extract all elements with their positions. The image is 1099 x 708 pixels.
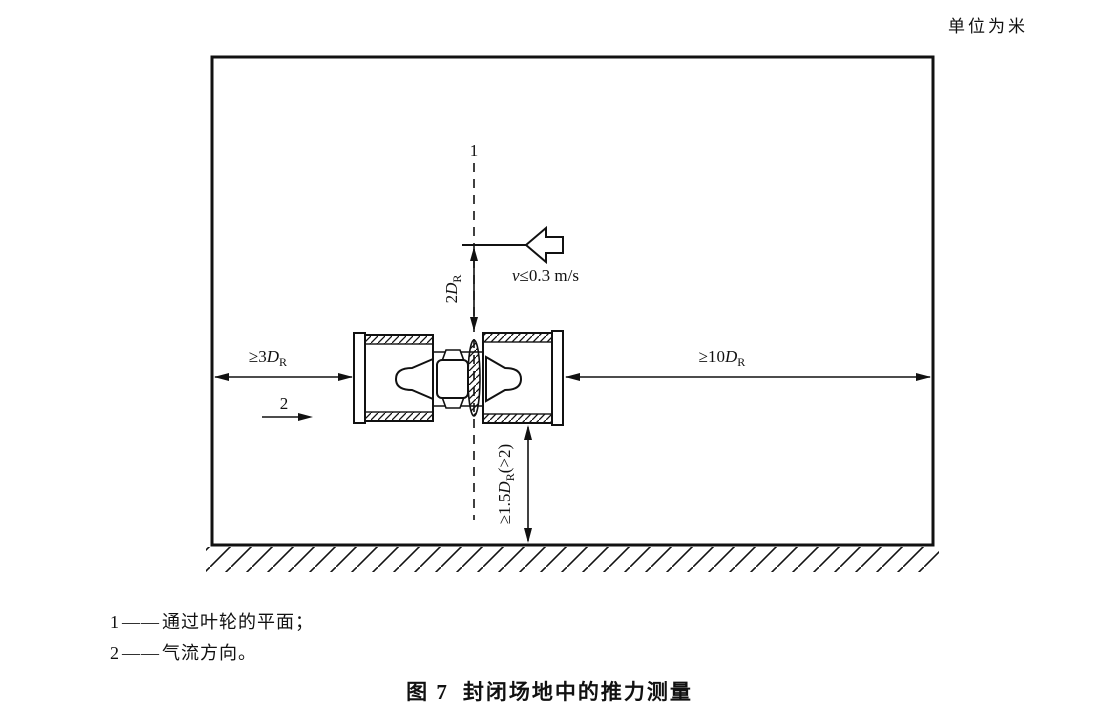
air-velocity-arrow: v≤0.3 m/s xyxy=(462,225,579,285)
dim-left-3DR: ≥3DR xyxy=(214,347,353,381)
fan-unit xyxy=(353,330,564,426)
motor-block xyxy=(436,349,469,409)
legend-2-number: 2 xyxy=(110,643,120,663)
flow-direction-arrow: 2 xyxy=(262,394,313,421)
tail-cone xyxy=(485,355,523,403)
dim-right-label: ≥10DR xyxy=(699,347,746,369)
floor-hatching xyxy=(206,547,939,572)
figure-diagram: 1 v≤0.3 m/s 2DR ≥3DR xyxy=(206,55,939,572)
inlet-cone xyxy=(394,357,434,401)
legend-1-text: 通过叶轮的平面； xyxy=(162,612,314,632)
velocity-label: v≤0.3 m/s xyxy=(512,266,579,285)
left-flange xyxy=(353,332,366,424)
right-duct xyxy=(482,330,564,426)
legend-1-dash: —— xyxy=(122,612,160,632)
dim-bottom-1p5DR: ≥1.5DR(>2) xyxy=(495,425,532,543)
legend-item-1: 1——通过叶轮的平面； xyxy=(110,608,314,634)
dim-right-10DR: ≥10DR xyxy=(565,347,931,381)
legend-1-number: 1 xyxy=(110,612,120,632)
test-room-walls xyxy=(206,55,939,572)
dim-top-label: 2DR xyxy=(442,275,464,304)
dim-top-2DR: 2DR xyxy=(442,247,478,331)
legend-item-2: 2——气流方向。 xyxy=(110,639,257,665)
impeller-blade xyxy=(467,339,481,417)
unit-note: 单位为米 xyxy=(948,17,1028,36)
dim-bottom-label: ≥1.5DR(>2) xyxy=(495,444,517,524)
block-arrow-left-icon xyxy=(524,225,564,265)
figure-caption-number: 图 7 xyxy=(406,680,449,704)
dim-left-label: ≥3DR xyxy=(249,347,287,369)
figure-caption-title: 封闭场地中的推力测量 xyxy=(462,680,693,704)
figure-caption: 图 7 封闭场地中的推力测量 xyxy=(0,676,1099,706)
left-duct xyxy=(353,332,434,424)
legend-2-dash: —— xyxy=(122,643,160,663)
plane-label-1: 1 xyxy=(470,141,479,160)
flow-label-2: 2 xyxy=(280,394,289,413)
legend-2-text: 气流方向。 xyxy=(162,643,257,663)
right-flange xyxy=(551,330,564,426)
